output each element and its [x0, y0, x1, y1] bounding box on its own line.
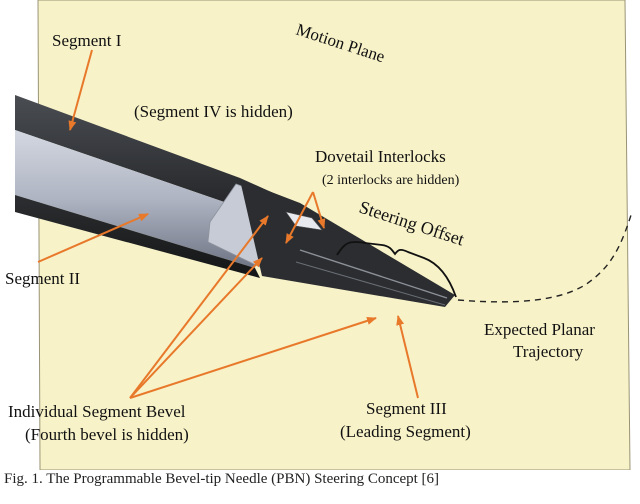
segment-ii-shape [15, 130, 262, 268]
arrow-dovetail-1 [285, 191, 314, 244]
segment-iii-groove [295, 261, 446, 306]
label-segment-i: Segment I [52, 31, 122, 50]
dovetail-interlock [285, 211, 323, 231]
label-segment-iii-line2: (Leading Segment) [340, 422, 471, 441]
label-dovetail-note: (2 interlocks are hidden) [322, 173, 460, 188]
expected-trajectory-line [457, 211, 633, 303]
arrow-segment-iii [396, 315, 419, 399]
segment-iii-highlight [299, 249, 448, 299]
arrow-bevel-1 [129, 215, 269, 399]
figure-caption: Fig. 1. The Programmable Bevel-tip Needl… [4, 471, 440, 487]
leader-arrows [37, 49, 419, 399]
arrow-dovetail-2 [312, 191, 326, 229]
label-bevel-line1: Individual Segment Bevel [8, 402, 186, 421]
label-segment-iv-note: (Segment IV is hidden) [134, 102, 293, 121]
arrow-bevel-3 [129, 316, 377, 399]
label-segment-ii: Segment II [5, 269, 80, 288]
segment-i-shape [15, 95, 300, 215]
label-bevel-line2: (Fourth bevel is hidden) [25, 425, 189, 444]
steering-offset-bracket [336, 241, 457, 298]
pbn-diagram: Segment I (Segment IV is hidden) Motion … [5, 0, 633, 470]
arrow-segment-ii [37, 213, 149, 263]
label-segment-iii-line1: Segment III [366, 399, 447, 418]
label-expected-line2: Trajectory [513, 342, 584, 361]
arrow-segment-i [68, 49, 93, 131]
arrow-bevel-2 [129, 257, 263, 399]
needle-bottom-edge [15, 195, 260, 278]
label-expected-line1: Expected Planar [484, 320, 595, 339]
label-dovetail-title: Dovetail Interlocks [315, 147, 446, 166]
